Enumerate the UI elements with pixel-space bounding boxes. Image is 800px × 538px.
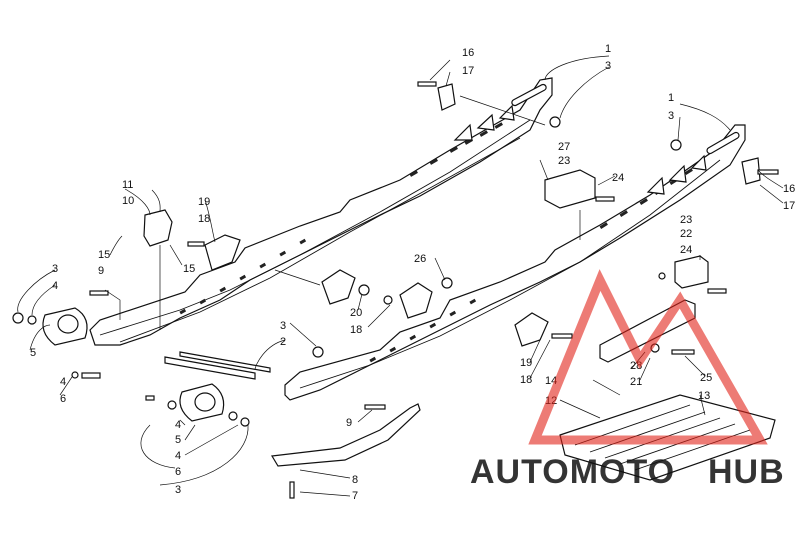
- callout: 2: [280, 336, 286, 348]
- callout: 22: [680, 228, 692, 240]
- callout: 3: [175, 484, 181, 496]
- fasteners: [12, 81, 779, 499]
- callout: 3: [280, 320, 286, 332]
- watermark-text-gray: HUB: [708, 453, 785, 491]
- wear-strip: [271, 403, 421, 467]
- callout: 18: [350, 324, 362, 336]
- cross-shaft: [164, 351, 271, 380]
- callout: 19: [520, 357, 532, 369]
- callout: 25: [700, 372, 712, 384]
- callout: 18: [198, 213, 210, 225]
- rail-holes: [179, 122, 503, 315]
- watermark-logo: AUTOMOTO HUB: [470, 269, 785, 491]
- callout: 26: [414, 253, 426, 265]
- left-slide-rail: [89, 77, 553, 346]
- callout: 16: [783, 183, 795, 195]
- callout: 17: [462, 65, 474, 77]
- brackets: [204, 83, 761, 347]
- right-slide-rail: [284, 124, 746, 401]
- callout: 18: [520, 374, 532, 386]
- callout: 8: [352, 474, 358, 486]
- callout: 9: [346, 417, 352, 429]
- idler-wheel-left: [42, 307, 88, 346]
- callout: 10: [122, 195, 134, 207]
- callout-labels: 16 17 1 3 1 3 27 23 24 16 17 11 10 19 18…: [30, 43, 795, 502]
- callout: 4: [52, 280, 58, 292]
- callout: 3: [605, 60, 611, 72]
- callout: 23: [680, 214, 692, 226]
- stopper-blocks: [143, 169, 709, 289]
- callout: 13: [698, 390, 710, 402]
- callout: 27: [558, 141, 570, 153]
- callout: 20: [350, 307, 362, 319]
- callout: 21: [630, 376, 642, 388]
- callout: 24: [612, 172, 624, 184]
- callout: 7: [352, 490, 358, 502]
- callout: 24: [680, 244, 692, 256]
- watermark-triangle: [528, 269, 768, 445]
- watermark-text-orange: AUTOMOTO: [470, 453, 675, 491]
- callout: 5: [30, 347, 36, 359]
- callout: 23: [558, 155, 570, 167]
- callout: 3: [668, 110, 674, 122]
- callout: 16: [462, 47, 474, 59]
- callout: 4: [60, 376, 66, 388]
- callout: 19: [198, 196, 210, 208]
- callout: 1: [605, 43, 611, 55]
- callout: 6: [60, 393, 66, 405]
- callout: 15: [183, 263, 195, 275]
- callout: 4: [175, 450, 181, 462]
- idler-wheel-center: [179, 383, 225, 422]
- callout: 11: [122, 179, 133, 191]
- callout: 15: [98, 249, 110, 261]
- callout: 17: [783, 200, 795, 212]
- callout: 6: [175, 466, 181, 478]
- callout: 9: [98, 265, 104, 277]
- callout: 3: [52, 263, 58, 275]
- leader-lines: [17, 55, 784, 497]
- callout: 1: [668, 92, 674, 104]
- callout: 5: [175, 434, 181, 446]
- callout: 4: [175, 419, 181, 431]
